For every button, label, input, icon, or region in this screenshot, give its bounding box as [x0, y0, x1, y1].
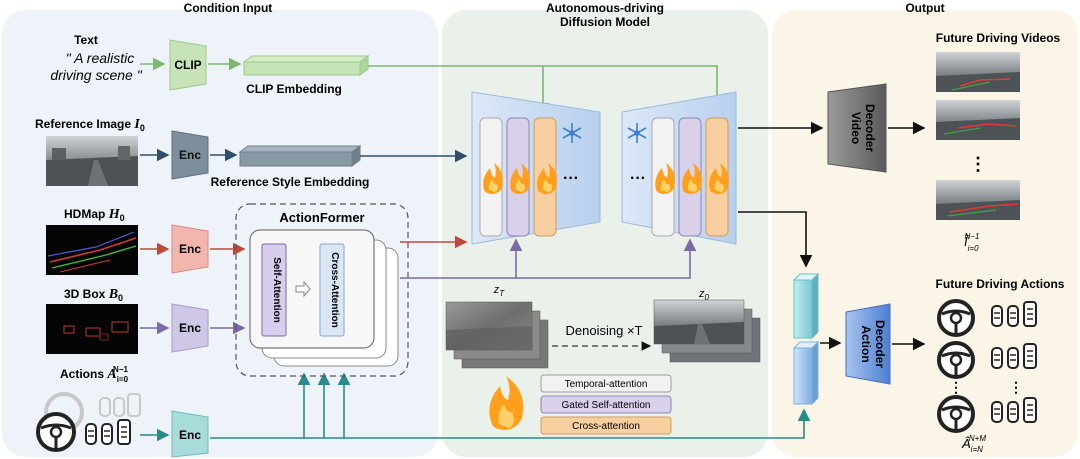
actions-label: Actions Ai=0N−1 — [60, 365, 129, 384]
unet-encoder: ··· — [471, 91, 601, 245]
output-video-frame-2 — [936, 100, 1020, 140]
video-decoder: Video Decoder — [827, 83, 887, 173]
actionformer-frame — [235, 203, 409, 377]
actions-output-symbol: Âi=NN+M — [961, 434, 986, 454]
box-label: 3D Box B0 — [64, 287, 123, 303]
actions-title: Future Driving Actions — [936, 277, 1065, 291]
text-label: Text — [74, 33, 98, 47]
legend-gated-swatch — [540, 395, 672, 414]
cross-attention-block — [319, 243, 345, 337]
self-attention-block — [261, 243, 287, 337]
box-image — [46, 304, 138, 354]
noisy-latent-stack — [445, 301, 549, 369]
denoising-label: Denoising ×T — [566, 323, 643, 338]
reference-encoder: Enc — [171, 130, 209, 180]
clip-embedding-label: CLIP Embedding — [246, 82, 342, 96]
action-latent-bar — [792, 340, 820, 406]
input-actions-icons — [36, 392, 141, 452]
legend-gated-label: Gated Self-attention — [562, 400, 651, 411]
legend-temporal-label: Temporal-attention — [565, 379, 648, 390]
hdmap-enc-label: Enc — [179, 242, 201, 256]
actions-vdots-left: ⋮ — [949, 379, 963, 395]
hdmap-image — [46, 225, 138, 275]
pedal-icon — [85, 419, 131, 445]
legend-temporal-swatch — [540, 374, 672, 393]
unet-left-ellipsis: ··· — [563, 170, 579, 187]
text-prompt-line1: " A realistic — [66, 50, 135, 66]
snowflake-icon — [627, 123, 647, 143]
output-title: Output — [905, 1, 944, 15]
output-action-row-1 — [937, 299, 1037, 337]
video-decoder-line1: Video — [849, 112, 863, 144]
action-decoder-line2: Decoder — [873, 320, 887, 368]
video-decoder-line2: Decoder — [863, 104, 877, 152]
fire-icon — [489, 376, 524, 430]
videos-symbol: Îi=0N−1 — [964, 232, 979, 253]
legend-cross-swatch — [540, 416, 672, 435]
unet-decoder: ··· — [621, 91, 737, 245]
actionformer-title: ActionFormer — [279, 210, 364, 225]
pedal-icon — [991, 301, 1037, 327]
clip-block: CLIP — [169, 39, 207, 91]
hdmap-label: HDMap H0 — [64, 207, 125, 223]
steering-wheel-icon — [937, 395, 975, 433]
zt-label: zT — [493, 284, 506, 298]
steering-wheel-icon — [36, 412, 76, 452]
clip-embedding-slab — [242, 55, 370, 76]
model-title-line1: Autonomous-driving — [546, 1, 664, 15]
z0-label: z0 — [698, 288, 710, 302]
action-decoder: Action Decoder — [845, 303, 891, 385]
reference-style-label: Reference Style Embedding — [211, 175, 370, 189]
fire-icon — [655, 163, 675, 194]
action-decoder-line1: Action — [859, 325, 873, 362]
output-video-frame-1 — [936, 52, 1020, 92]
reference-style-slab — [238, 145, 362, 167]
clean-video-stack — [653, 299, 761, 363]
hdmap-encoder: Enc — [171, 224, 209, 274]
actions-enc-label: Enc — [179, 428, 201, 442]
pedal-icon — [991, 343, 1037, 369]
model-title-line2: Diffusion Model — [560, 15, 650, 29]
self-to-cross-arrow — [295, 280, 311, 298]
reference-enc-label: Enc — [179, 148, 201, 162]
steering-wheel-icon — [937, 299, 975, 337]
text-prompt-line2: driving scene " — [50, 67, 142, 83]
output-video-frame-3 — [936, 180, 1020, 220]
videos-title: Future Driving Videos — [936, 31, 1061, 45]
actions-vdots-right: ⋮ — [1009, 379, 1023, 395]
fire-icon — [709, 163, 729, 194]
fire-icon — [483, 163, 503, 194]
steering-wheel-icon — [937, 341, 975, 379]
box-enc-label: Enc — [179, 321, 201, 335]
fire-icon — [682, 163, 702, 194]
box-encoder: Enc — [171, 303, 209, 353]
cross-attention-label: Cross-Attention — [329, 252, 340, 328]
reference-image — [46, 136, 138, 186]
fire-icon — [537, 163, 557, 194]
self-attention-label: Self-Attention — [271, 257, 282, 323]
reference-label: Reference Image I0 — [35, 117, 145, 133]
videos-vdots: ⋮ — [969, 154, 987, 174]
video-latent-bar — [792, 272, 820, 340]
clip-label: CLIP — [174, 58, 201, 72]
fire-icon — [510, 163, 530, 194]
output-action-row-3 — [937, 395, 1037, 433]
snowflake-icon — [562, 123, 582, 143]
legend-cross-label: Cross-attention — [572, 421, 640, 432]
output-action-row-2 — [937, 341, 1037, 379]
actions-encoder: Enc — [171, 410, 209, 458]
pedal-icon — [991, 397, 1037, 423]
condition-title: Condition Input — [184, 1, 273, 15]
unet-right-ellipsis: ··· — [630, 170, 646, 187]
